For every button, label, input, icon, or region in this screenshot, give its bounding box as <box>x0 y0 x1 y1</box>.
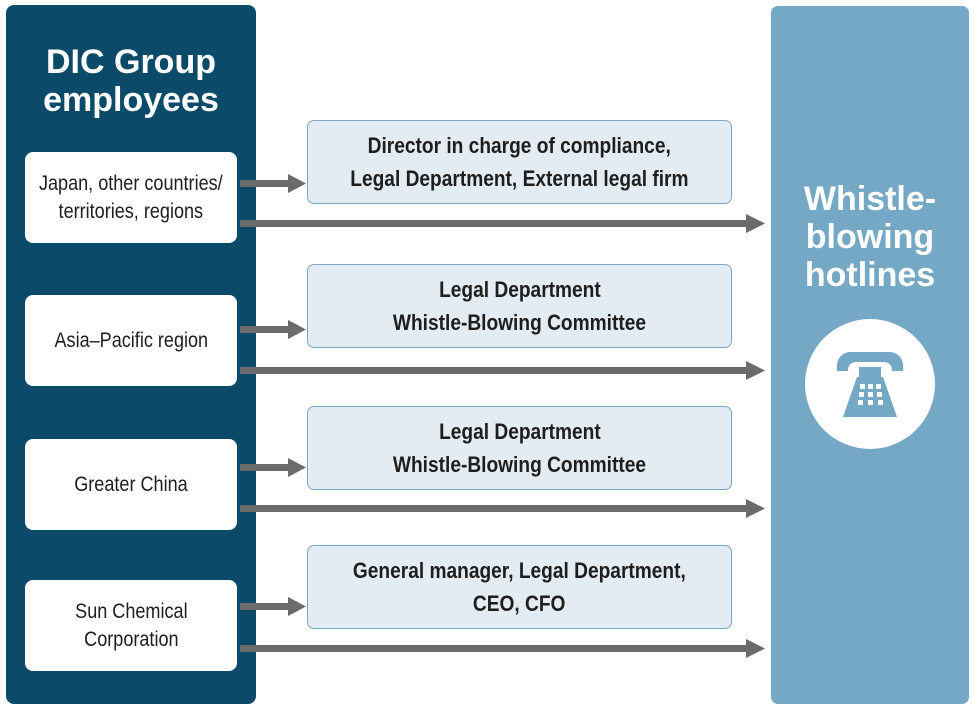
region-box-asia-pacific: Asia–Pacific region <box>25 295 237 386</box>
employees-title-line1: DIC Group <box>46 43 216 81</box>
region-box-greater-china: Greater China <box>25 439 237 530</box>
department-label-line: Legal Department <box>438 419 601 444</box>
arrowhead-department-japan <box>288 174 306 193</box>
arrow-to-hotline-sun-chemical <box>240 645 748 652</box>
arrow-to-department-japan <box>240 180 290 187</box>
arrowhead-hotline-asia-pacific <box>746 361 765 380</box>
arrowhead-hotline-japan <box>746 214 765 233</box>
department-label-line: Legal Department, External legal firm <box>350 166 689 191</box>
hotlines-title-line1: Whistle- <box>803 180 937 218</box>
department-box-japan: Director in charge of compliance, Legal … <box>307 120 732 204</box>
region-label-line: Corporation <box>83 627 179 651</box>
telephone-icon <box>805 319 935 449</box>
employees-title-line2: employees <box>43 81 219 119</box>
department-box-asia-pacific: Legal Department Whistle-Blowing Committ… <box>307 264 732 348</box>
arrowhead-department-greater-china <box>288 458 306 477</box>
hotlines-panel: Whistle- blowing hotlines <box>771 6 969 704</box>
hotlines-title-line2: blowing <box>805 218 935 256</box>
arrow-to-hotline-asia-pacific <box>240 367 748 374</box>
arrowhead-department-sun-chemical <box>288 597 306 616</box>
arrow-to-hotline-japan <box>240 220 748 227</box>
region-box-sun-chemical: Sun Chemical Corporation <box>25 580 237 671</box>
arrow-to-department-sun-chemical <box>240 603 290 610</box>
department-box-sun-chemical: General manager, Legal Department, CEO, … <box>307 545 732 629</box>
employees-title: DIC Group employees <box>6 43 256 119</box>
department-label-line: General manager, Legal Department, <box>353 558 686 583</box>
department-label-line: Whistle-Blowing Committee <box>392 310 647 335</box>
region-label-line: territories, regions <box>58 199 204 223</box>
department-label-line: Director in charge of compliance, <box>367 133 672 158</box>
region-label-line: Greater China <box>74 472 188 496</box>
department-label-line: Whistle-Blowing Committee <box>392 452 647 477</box>
region-label-line: Japan, other countries/ <box>39 171 223 195</box>
department-label-line: Legal Department <box>438 277 601 302</box>
arrow-to-department-asia-pacific <box>240 326 290 333</box>
region-box-japan: Japan, other countries/ territories, reg… <box>25 152 237 243</box>
arrowhead-hotline-sun-chemical <box>746 639 765 658</box>
arrowhead-department-asia-pacific <box>288 320 306 339</box>
hotlines-title-line3: hotlines <box>804 256 936 294</box>
region-label-line: Asia–Pacific region <box>54 328 208 352</box>
department-box-greater-china: Legal Department Whistle-Blowing Committ… <box>307 406 732 490</box>
region-label-line: Sun Chemical <box>74 599 188 623</box>
hotlines-title: Whistle- blowing hotlines <box>771 180 969 294</box>
department-label-line: CEO, CFO <box>473 591 566 616</box>
arrow-to-department-greater-china <box>240 464 290 471</box>
arrowhead-hotline-greater-china <box>746 499 765 518</box>
arrow-to-hotline-greater-china <box>240 505 748 512</box>
